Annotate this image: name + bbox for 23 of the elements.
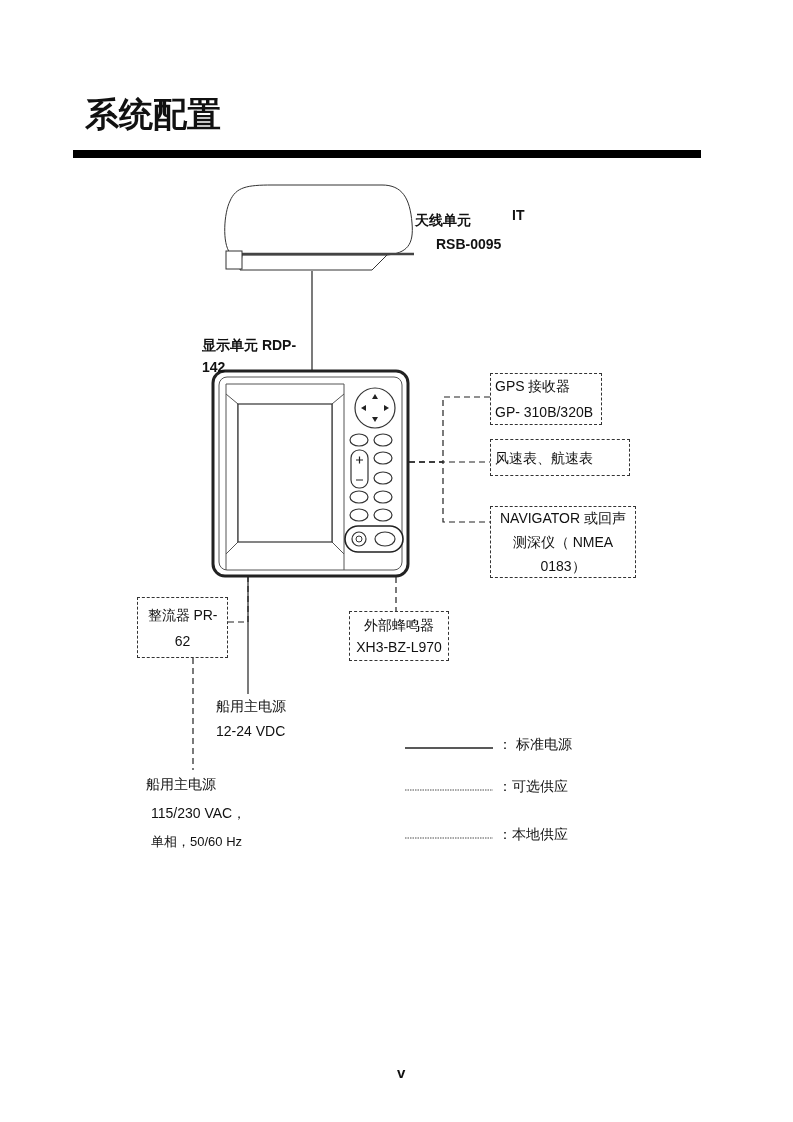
rectifier-box: 整流器 PR- 62 xyxy=(137,597,228,658)
unit-label: 天线单元 xyxy=(415,212,471,230)
receiver-box: GPS 接收器 GP- 310B/320B xyxy=(490,373,602,425)
dashed-cable xyxy=(408,461,491,523)
dashed-cable xyxy=(395,576,397,612)
cable xyxy=(311,270,313,371)
buzzer-box: 外部蜂鸣器 XH3-BZ-L970 xyxy=(349,611,449,661)
power-label: 115/230 VAC， xyxy=(150,804,248,822)
power-label: 船用主电源 xyxy=(146,775,217,793)
legend-label: ： 标准电源 xyxy=(498,736,572,754)
legend-label: ：本地供应 xyxy=(498,826,568,844)
page-number: v xyxy=(397,1064,406,1081)
cable xyxy=(247,576,249,695)
unit-label: RSB-0095 xyxy=(436,236,502,252)
title: 系统配置 xyxy=(85,94,221,135)
power-label: 单相，50/60 Hz xyxy=(150,833,244,851)
unit-label: 显示单元 RDP- 142 xyxy=(202,336,298,377)
legend-label: ：可选供应 xyxy=(498,778,568,796)
note-label: IT xyxy=(512,207,525,223)
power-label: 船用主电源 12-24 VDC xyxy=(216,697,287,741)
navigator-box: NAVIGATOR 或回声测深仪（ NMEA 0183） xyxy=(490,506,636,578)
dashed-cable xyxy=(192,657,194,771)
instrument-box: 风速表、航速表 xyxy=(490,439,630,476)
